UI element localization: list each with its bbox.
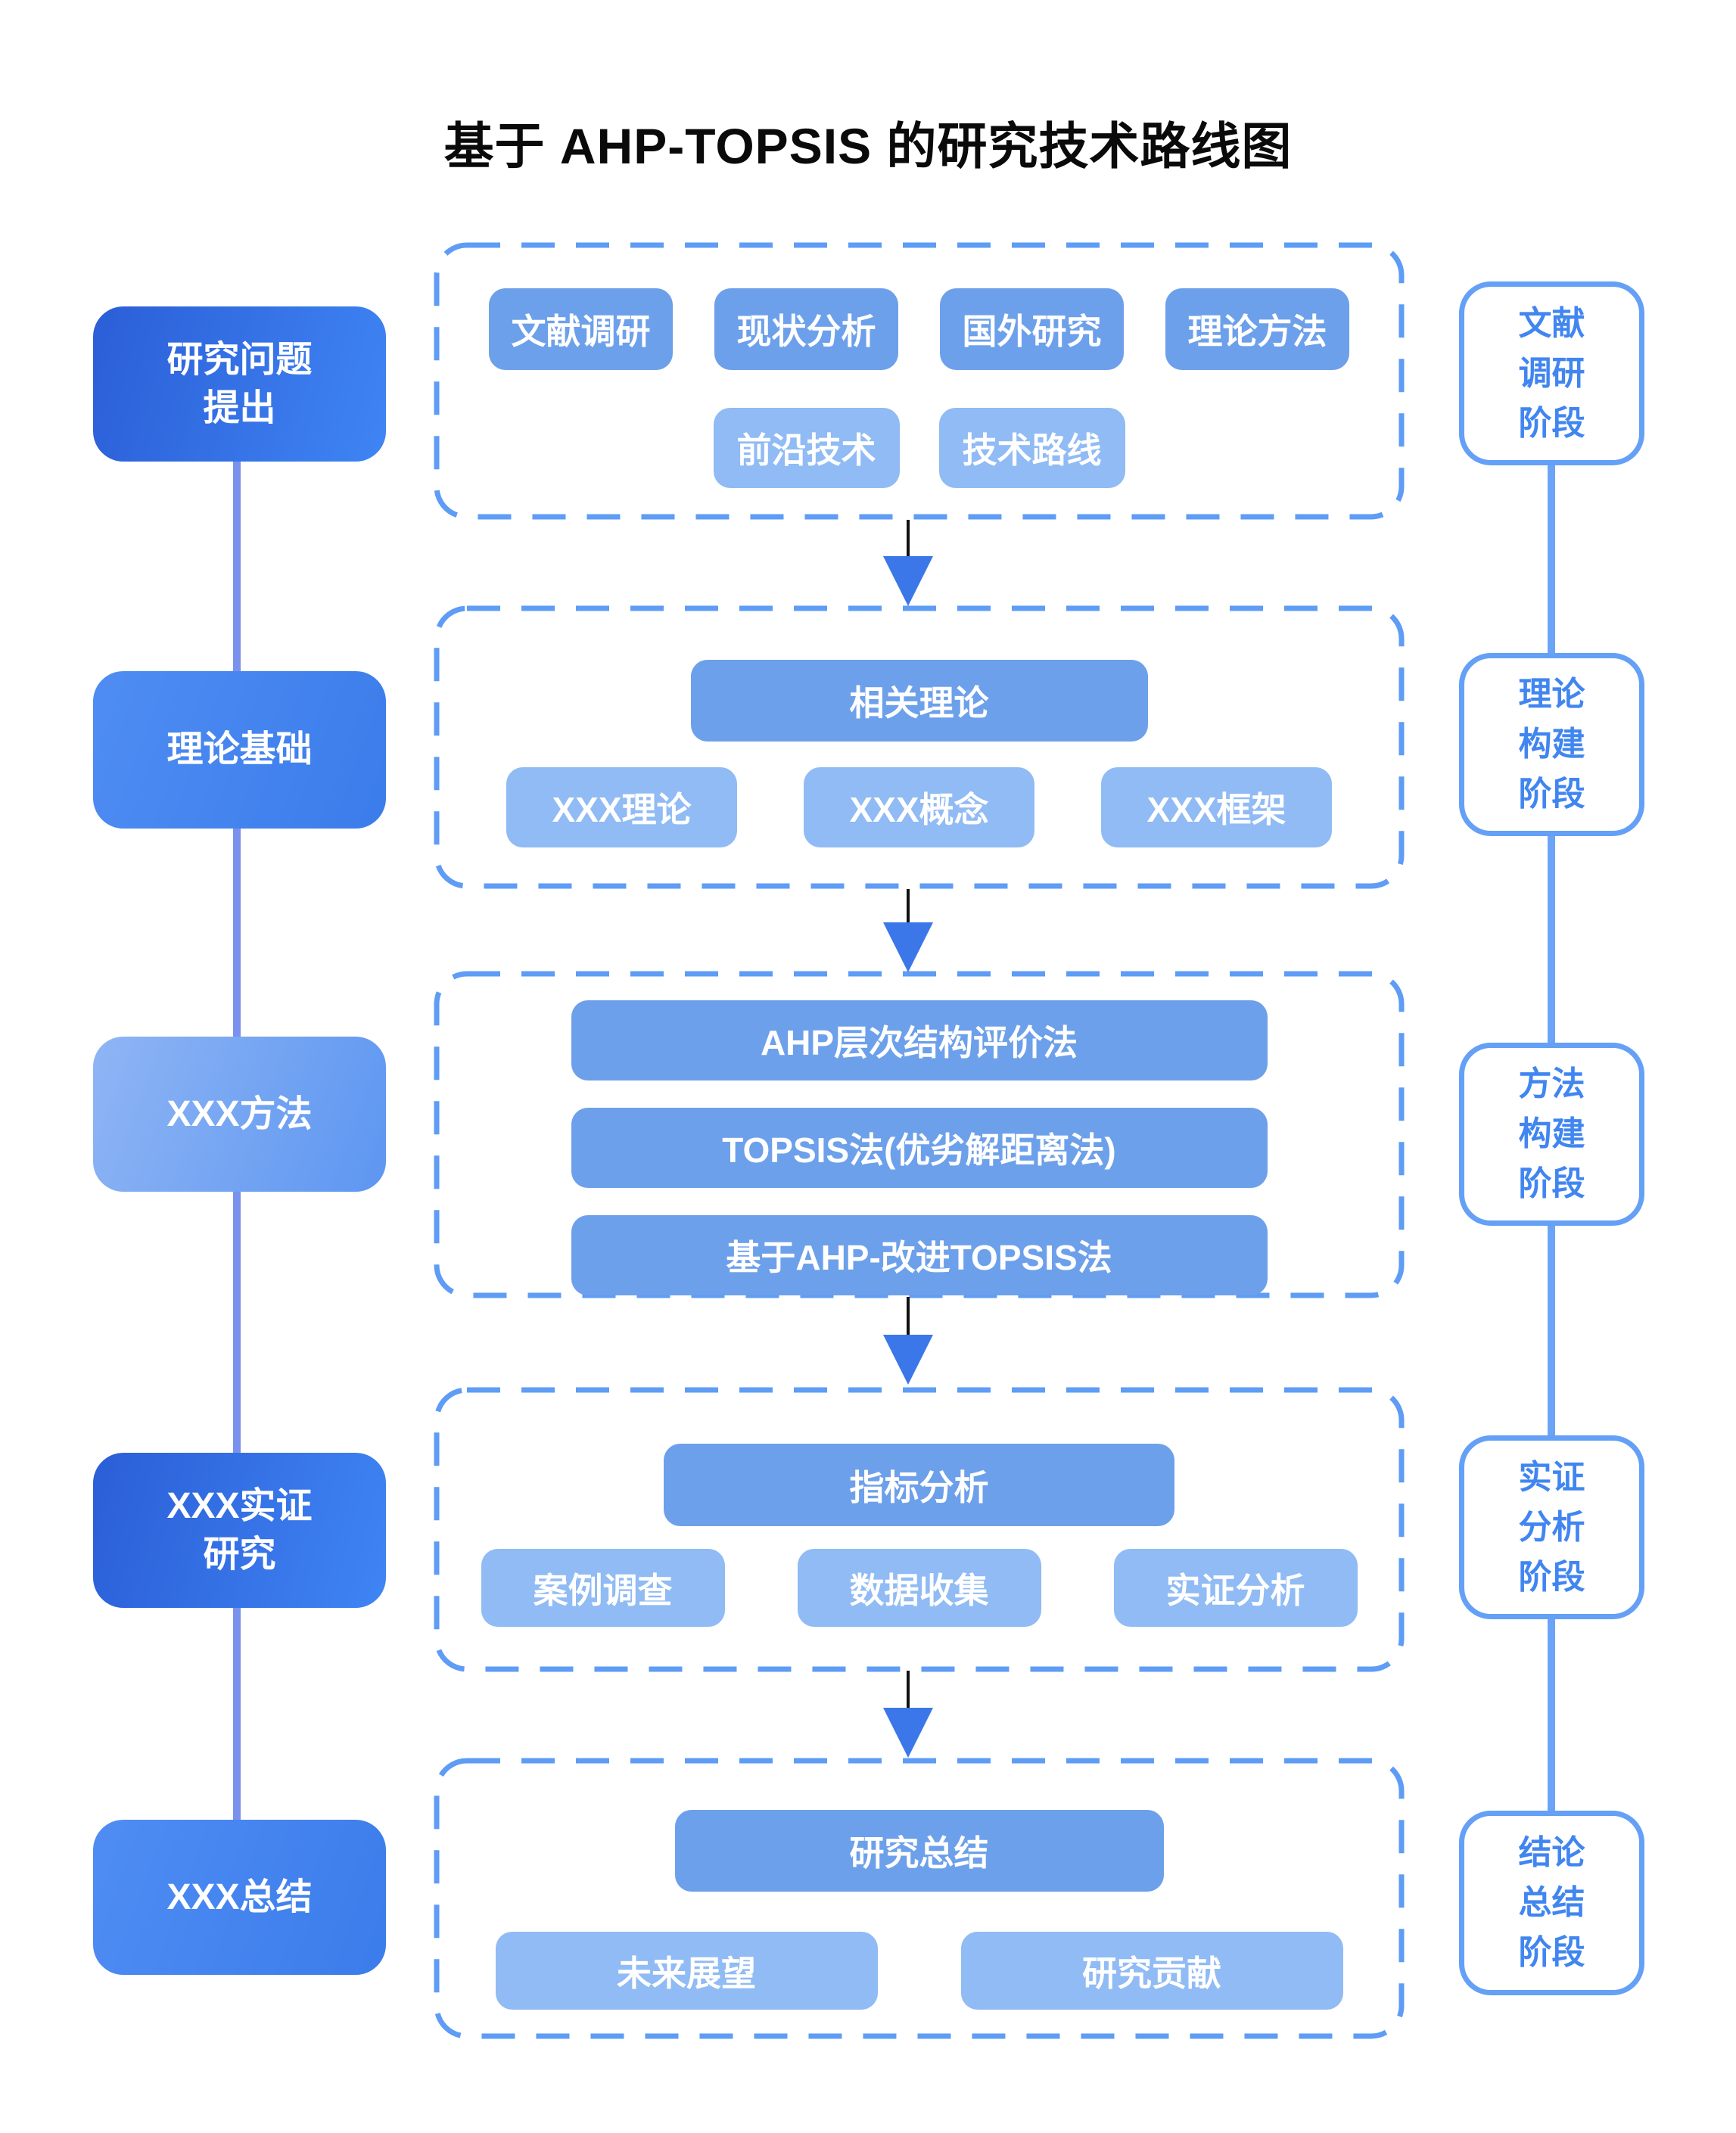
- chip-future-outlook: 未来展望: [495, 1932, 878, 2010]
- chip-data-collection: 数据收集: [797, 1549, 1041, 1627]
- stage-label: 理论基础: [166, 729, 313, 770]
- phase-label: 结论 总结 阶段: [1518, 1834, 1585, 1971]
- panel-literature-survey: 文献调研 现状分析 国外研究 理论方法 前沿技术 技术路线: [434, 242, 1405, 520]
- stage-xxx-summary: XXX总结: [93, 1820, 386, 1975]
- phase-theory-construction: 理论 构建 阶段: [1459, 653, 1644, 836]
- chip-status-analysis: 现状分析: [714, 288, 898, 370]
- phase-label: 文献 调研 阶段: [1518, 304, 1585, 442]
- chip-technical-route: 技术路线: [938, 408, 1125, 488]
- stage-theoretical-basis: 理论基础: [93, 671, 386, 829]
- chip-xxx-theory: XXX理论: [506, 767, 737, 847]
- stage-research-problem: 研究问题 提出: [93, 306, 386, 462]
- dashed-border: [434, 242, 1405, 520]
- chip-xxx-framework: XXX框架: [1101, 767, 1332, 847]
- chip-related-theory: 相关理论: [690, 660, 1148, 742]
- chip-research-summary: 研究总结: [674, 1810, 1164, 1892]
- phase-label: 实证 分析 阶段: [1518, 1458, 1585, 1596]
- chip-research-contribution: 研究贡献: [960, 1932, 1343, 2010]
- stage-xxx-method: XXX方法: [93, 1037, 386, 1192]
- stage-label: XXX总结: [166, 1876, 313, 1917]
- chip-topsis-method: TOPSIS法(优劣解距离法): [571, 1108, 1268, 1188]
- phase-conclusion-summary: 结论 总结 阶段: [1459, 1811, 1644, 1995]
- chip-frontier-technology: 前沿技术: [713, 408, 900, 488]
- dashed-border: [434, 1387, 1405, 1672]
- phase-label: 方法 构建 阶段: [1518, 1065, 1585, 1202]
- chip-foreign-research: 国外研究: [940, 288, 1124, 370]
- stage-xxx-empirical-research: XXX实证 研究: [93, 1453, 386, 1608]
- dashed-border: [434, 605, 1405, 889]
- chip-indicator-analysis: 指标分析: [664, 1444, 1174, 1526]
- panel-empirical-analysis: 指标分析 案例调查 数据收集 实证分析: [434, 1387, 1405, 1672]
- chip-case-survey: 案例调查: [481, 1549, 725, 1627]
- chip-ahp-improved-topsis: 基于AHP-改进TOPSIS法: [571, 1215, 1268, 1295]
- panel-theory-construction: 相关理论 XXX理论 XXX概念 XXX框架: [434, 605, 1405, 889]
- stage-label: XXX实证 研究: [166, 1486, 313, 1575]
- panel-conclusion-summary: 研究总结 未来展望 研究贡献: [434, 1758, 1405, 2039]
- dashed-border: [434, 1758, 1405, 2039]
- stage-label: XXX方法: [166, 1093, 313, 1134]
- panel-method-construction: AHP层次结构评价法 TOPSIS法(优劣解距离法) 基于AHP-改进TOPSI…: [434, 971, 1405, 1298]
- chip-literature-survey: 文献调研: [489, 288, 673, 370]
- dashed-border: [434, 971, 1405, 1298]
- phase-literature-survey: 文献 调研 阶段: [1459, 281, 1644, 465]
- stage-label: 研究问题 提出: [166, 340, 313, 428]
- phase-empirical-analysis: 实证 分析 阶段: [1459, 1435, 1644, 1619]
- diagram-title: 基于 AHP-TOPSIS 的研究技术路线图: [443, 118, 1293, 174]
- chip-theory-method: 理论方法: [1165, 288, 1349, 370]
- chip-xxx-concept: XXX概念: [804, 767, 1034, 847]
- phase-label: 理论 构建 阶段: [1518, 676, 1585, 813]
- chip-empirical-analysis: 实证分析: [1113, 1549, 1358, 1627]
- chip-ahp-method: AHP层次结构评价法: [571, 1000, 1268, 1080]
- phase-method-construction: 方法 构建 阶段: [1459, 1043, 1644, 1226]
